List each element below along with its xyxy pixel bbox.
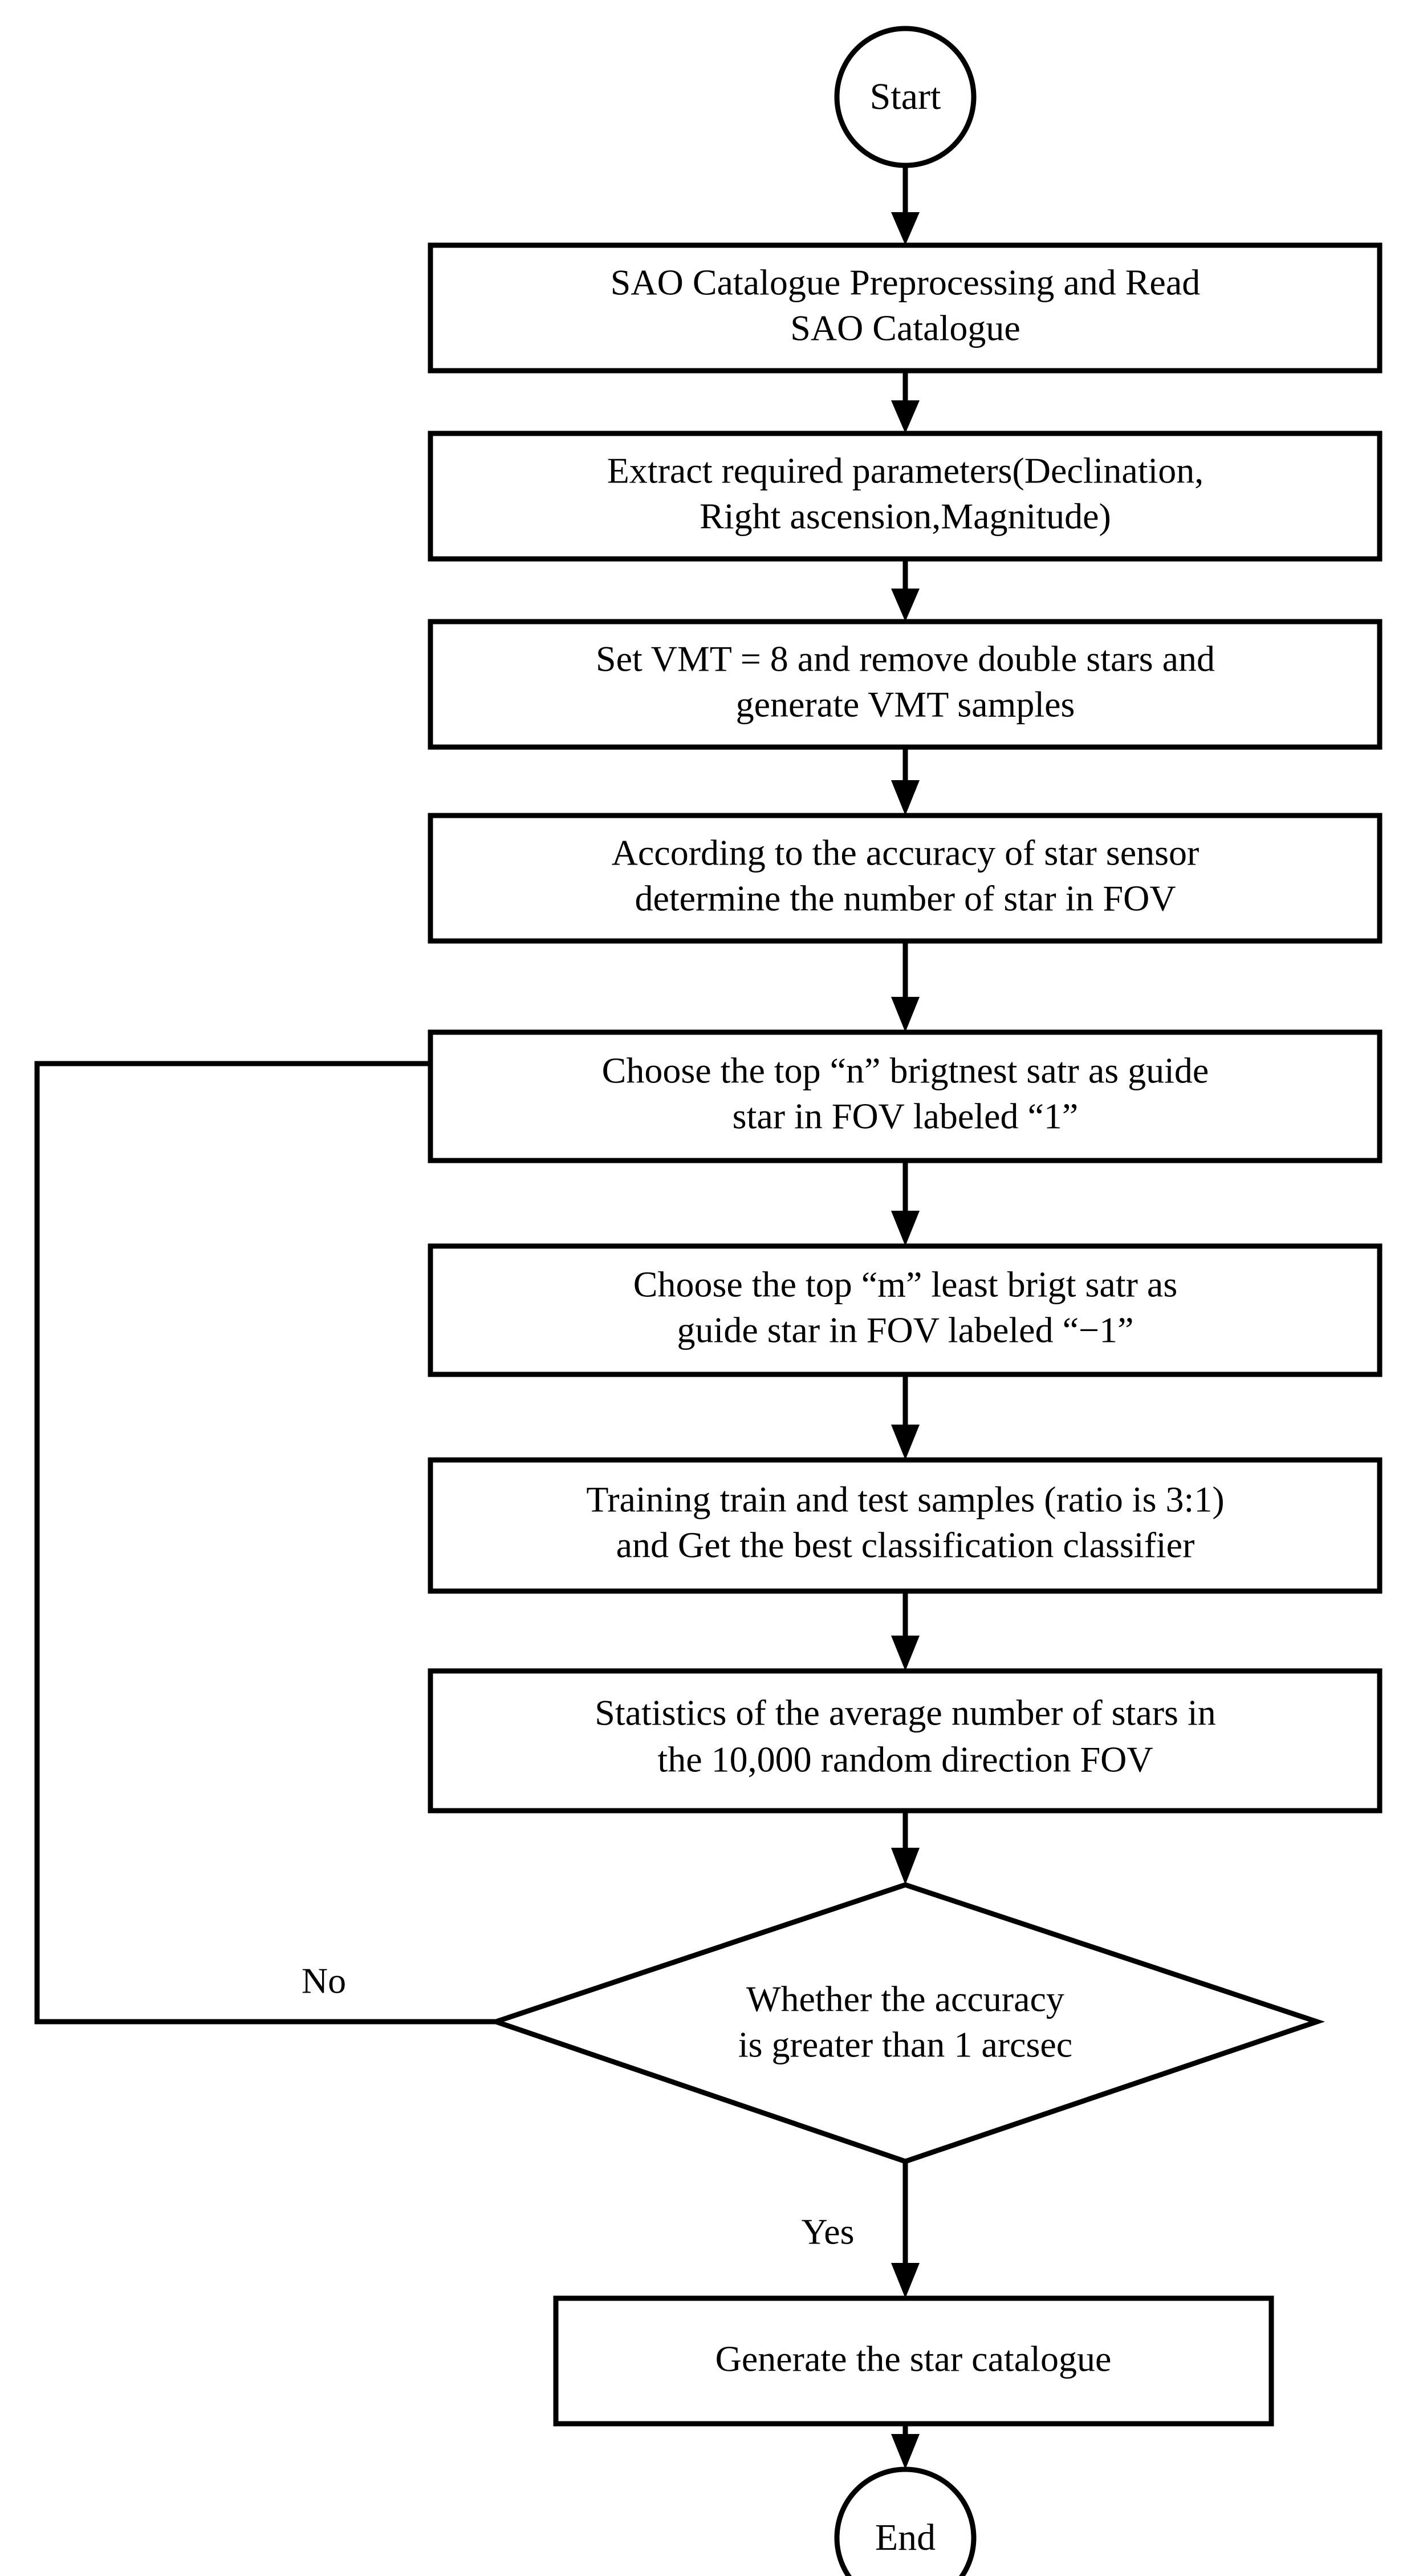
step8-line1: Statistics of the average number of star… — [595, 1693, 1215, 1733]
step3-line2: generate VMT samples — [736, 684, 1075, 725]
step7-box — [428, 1457, 1383, 1594]
step4-box — [428, 813, 1383, 944]
step3-line1: Set VMT = 8 and remove double stars and — [596, 639, 1215, 679]
step9-box — [553, 2295, 1274, 2427]
step4-line2: determine the number of star in FOV — [635, 878, 1176, 919]
step6-box — [428, 1243, 1383, 1377]
start-circle — [834, 26, 977, 168]
node-choose-top-m-least-bright-stars[interactable]: Choose the top “m” least brigt satr as g… — [428, 1243, 1383, 1377]
step1-line1: SAO Catalogue Preprocessing and Read — [611, 262, 1200, 303]
step6-line2: guide star in FOV labeled “−1” — [677, 1310, 1134, 1350]
connector-step8-to-decision — [891, 1811, 920, 1885]
step1-box — [428, 242, 1383, 374]
step4-line1: According to the accuracy of star sensor — [612, 833, 1200, 873]
step2-line1: Extract required parameters(Declination, — [607, 451, 1204, 491]
node-decision-accuracy-check[interactable]: Whether the accuracy is greater than 1 a… — [487, 1882, 1325, 2164]
decision-line2: is greater than 1 arcsec — [738, 2025, 1072, 2065]
step5-box — [428, 1029, 1383, 1163]
node-set-vmt-remove-double-stars[interactable]: Set VMT = 8 and remove double stars and … — [428, 619, 1383, 750]
end-circle — [834, 2467, 977, 2576]
node-statistics-average-number-of-stars[interactable]: Statistics of the average number of star… — [428, 1668, 1383, 1814]
step8-line2: the 10,000 random direction FOV — [657, 1739, 1153, 1780]
connector-step7-to-step8 — [891, 1591, 920, 1671]
step7-line2: and Get the best classification classifi… — [616, 1525, 1195, 1565]
node-choose-top-n-brightest-stars[interactable]: Choose the top “n” brigtnest satr as gui… — [428, 1029, 1383, 1163]
step3-box — [428, 619, 1383, 750]
step1-line2: SAO Catalogue — [790, 308, 1020, 348]
step2-box — [428, 431, 1383, 562]
connector-step2-to-step3 — [891, 559, 920, 622]
connector-step5-to-step6 — [891, 1161, 920, 1246]
edge-label-yes: Yes — [801, 2212, 854, 2252]
step5-line2: star in FOV labeled “1” — [733, 1096, 1079, 1137]
node-end[interactable]: End — [834, 2467, 977, 2576]
step7-line1: Training train and test samples (ratio i… — [586, 1479, 1224, 1520]
start-label: Start — [870, 76, 941, 117]
node-determine-number-of-star-in-fov[interactable]: According to the accuracy of star sensor… — [428, 813, 1383, 944]
node-sao-catalogue-preprocessing[interactable]: SAO Catalogue Preprocessing and Read SAO… — [428, 242, 1383, 374]
end-label: End — [875, 2517, 936, 2558]
connector-step1-to-step2 — [891, 371, 920, 433]
step6-line1: Choose the top “m” least brigt satr as — [633, 1264, 1177, 1305]
connector-step4-to-step5 — [891, 941, 920, 1032]
connector-decision-yes-to-step9 — [891, 2161, 920, 2298]
decision-line1: Whether the accuracy — [746, 1979, 1064, 2019]
edge-label-no: No — [302, 1961, 346, 2001]
connector-step9-to-end — [891, 2424, 920, 2469]
node-extract-required-parameters[interactable]: Extract required parameters(Declination,… — [428, 431, 1383, 562]
step8-box — [428, 1668, 1383, 1814]
step2-line2: Right ascension,Magnitude) — [700, 496, 1111, 537]
connector-step6-to-step7 — [891, 1374, 920, 1460]
node-generate-star-catalogue[interactable]: Generate the star catalogue — [553, 2295, 1274, 2427]
step9-line1: Generate the star catalogue — [715, 2339, 1112, 2379]
decision-diamond — [487, 1882, 1325, 2164]
node-start[interactable]: Start — [834, 26, 977, 168]
node-train-test-samples-classifier[interactable]: Training train and test samples (ratio i… — [428, 1457, 1383, 1594]
connector-step3-to-step4 — [891, 747, 920, 816]
step5-line1: Choose the top “n” brigtnest satr as gui… — [602, 1050, 1209, 1091]
connector-start-to-step1 — [891, 165, 920, 245]
